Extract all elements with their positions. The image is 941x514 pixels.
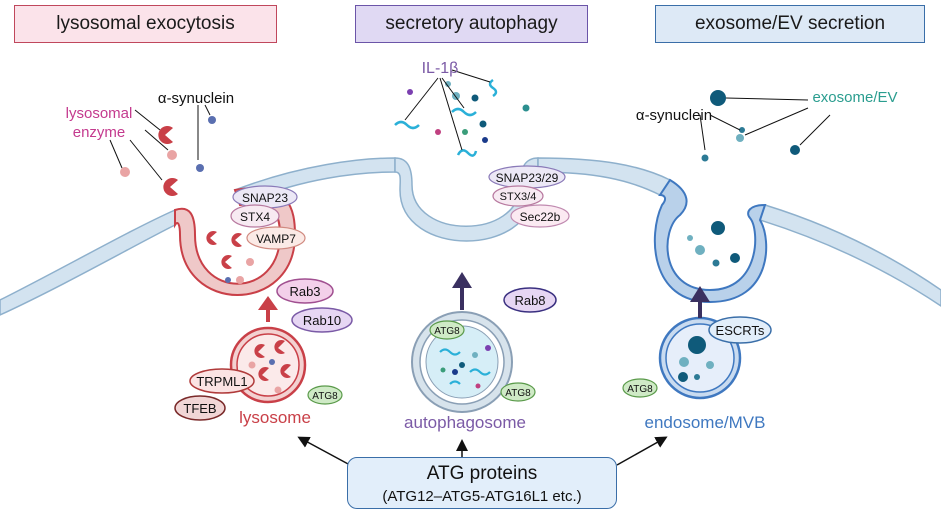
atg-proteins-subtitle: (ATG12–ATG5-ATG16L1 etc.)	[382, 488, 582, 505]
svg-text:TRPML1: TRPML1	[196, 374, 247, 389]
alpha-synuclein-particle	[712, 259, 720, 267]
svg-text:STX3/4: STX3/4	[500, 191, 537, 203]
svg-text:TFEB: TFEB	[183, 401, 216, 416]
svg-text:STX4: STX4	[240, 210, 270, 224]
lysosome-label: lysosome	[239, 408, 311, 427]
pill-rab10: Rab10	[291, 307, 353, 333]
released-exosomes	[701, 90, 800, 162]
pill-trpml1: TRPML1	[189, 368, 255, 394]
autophagosome-label: autophagosome	[404, 413, 526, 432]
atg-arrows	[297, 436, 668, 466]
svg-text:Rab10: Rab10	[303, 313, 341, 328]
released-lysosomal-enzymes	[120, 116, 216, 196]
header-exosome-secretion: exosome/EV secretion	[655, 5, 925, 43]
svg-text:SNAP23: SNAP23	[242, 191, 288, 205]
il1b-cargo	[394, 78, 530, 157]
pill-stx34: STX3/4	[492, 185, 544, 207]
svg-text:ATG8: ATG8	[434, 326, 460, 337]
pill-vamp7: VAMP7	[246, 226, 306, 250]
pill-rab8: Rab8	[503, 287, 557, 313]
lysosomal-enzyme-label-line1: lysosomal	[66, 105, 133, 122]
pill-stx4: STX4	[230, 204, 280, 228]
pill-tfeb: TFEB	[174, 395, 226, 421]
pill-atg8-lysosome: ATG8	[307, 385, 343, 405]
exosome-vesicle	[711, 221, 725, 235]
pill-atg8-endosome: ATG8	[622, 378, 658, 398]
pill-rab3: Rab3	[276, 278, 334, 304]
pit-enzymes	[206, 231, 254, 284]
svg-text:ESCRTs: ESCRTs	[716, 323, 765, 338]
pill-snap23: SNAP23	[232, 185, 298, 209]
alpha-synuclein-label-left: α-synuclein	[158, 90, 234, 107]
exosome-vesicle	[687, 235, 693, 241]
plasma-membrane	[0, 157, 941, 316]
autophagosome-vesicle	[411, 311, 513, 413]
header-lysosomal-exocytosis: lysosomal exocytosis	[14, 5, 277, 43]
pill-sec22b: Sec22b	[510, 204, 570, 228]
endosome-mvb-label: endosome/MVB	[645, 413, 766, 432]
mvb-arrowhead	[690, 286, 710, 302]
leader-lines-right	[699, 97, 831, 151]
atg-proteins-box: ATG proteins (ATG12–ATG5-ATG16L1 etc.)	[347, 457, 617, 509]
atg-proteins-title: ATG proteins	[426, 463, 538, 484]
svg-text:ATG8: ATG8	[627, 384, 653, 395]
autophagosome-arrowhead	[452, 272, 472, 288]
pill-atg8-autophagosome-lower: ATG8	[500, 382, 536, 402]
exosome-ev-label: exosome/EV	[812, 89, 897, 106]
lysosome-arrowhead	[258, 296, 278, 310]
exosome-vesicle	[695, 245, 705, 255]
svg-text:Rab3: Rab3	[289, 284, 320, 299]
svg-text:VAMP7: VAMP7	[256, 232, 296, 246]
exosome-vesicle	[730, 253, 740, 263]
lysosomal-enzyme-label-line2: enzyme	[73, 124, 126, 141]
mvb-fusion-pit	[653, 178, 768, 304]
svg-text:ATG8: ATG8	[312, 391, 338, 402]
svg-text:SNAP23/29: SNAP23/29	[496, 171, 559, 185]
leader-lines-center	[404, 69, 491, 151]
pill-atg8-autophagosome: ATG8	[429, 320, 465, 340]
leader-lines-left	[109, 104, 211, 181]
svg-text:Sec22b: Sec22b	[520, 210, 561, 224]
svg-text:Rab8: Rab8	[514, 293, 545, 308]
alpha-synuclein-label-right: α-synuclein	[636, 107, 712, 124]
pill-escrts: ESCRTs	[708, 316, 772, 344]
header-secretory-autophagy: secretory autophagy	[355, 5, 588, 43]
svg-text:ATG8: ATG8	[505, 388, 531, 399]
pill-snap2329: SNAP23/29	[488, 165, 566, 189]
il1b-label: IL-1β	[422, 60, 459, 77]
